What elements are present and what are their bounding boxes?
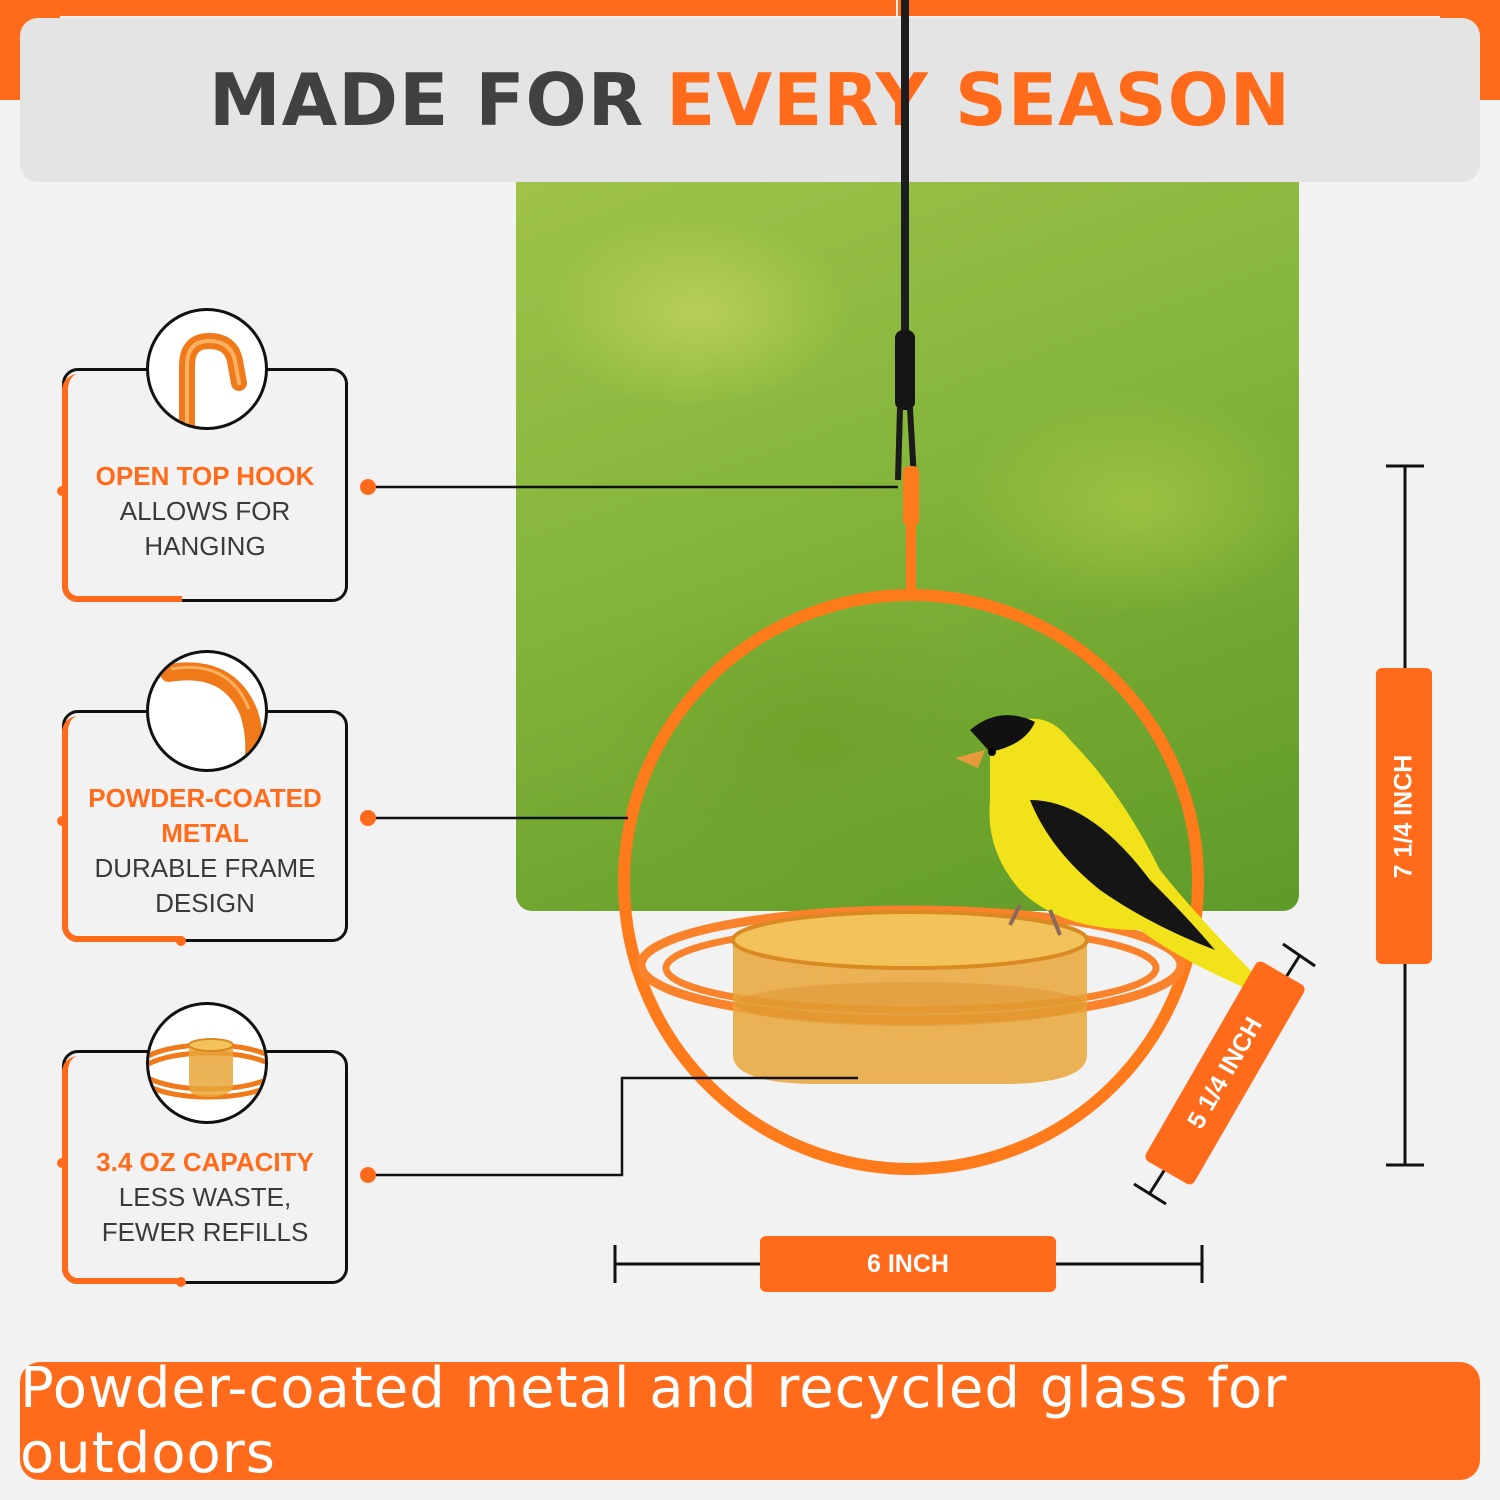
card-accent	[62, 716, 182, 942]
feature-line: HANGING	[144, 531, 266, 561]
connector-dot	[360, 479, 376, 495]
connector-dot	[360, 1167, 376, 1183]
width-dimension-label: 6 INCH	[760, 1236, 1056, 1292]
top-bar-left	[60, 0, 896, 16]
card-dot	[57, 1158, 67, 1168]
hook-icon	[146, 308, 268, 430]
height-dimension-label: 7 1/4 INCH	[1376, 668, 1432, 964]
feature-title: OPEN TOP HOOK	[95, 461, 315, 491]
top-hook-icon	[903, 466, 919, 596]
title-dark: MADE FOR	[208, 58, 645, 142]
glass-cup-icon	[731, 910, 1089, 1084]
card-dot	[176, 1277, 186, 1287]
glass-cup-icon	[146, 1002, 268, 1124]
card-dot	[57, 486, 67, 496]
card-dot	[176, 936, 186, 946]
footer-banner: Powder-coated metal and recycled glass f…	[20, 1356, 1480, 1486]
card-accent	[62, 1056, 182, 1284]
card-dot	[57, 816, 67, 826]
metal-ring-icon	[146, 650, 268, 772]
top-bar-right	[898, 0, 1440, 16]
height-dimension-text: 7 1/4 INCH	[1389, 754, 1418, 878]
page-title: MADE FOR EVERY SEASON	[20, 18, 1480, 182]
goldfinch-bird-icon	[955, 715, 1265, 990]
feature-line: DESIGN	[155, 888, 255, 918]
feature-card-metal: POWDER-COATED METAL DURABLE FRAME DESIGN	[62, 710, 348, 942]
metal-ring-icon	[618, 589, 1204, 1175]
feature-title: POWDER-COATED METAL	[88, 783, 322, 848]
feature-line: ALLOWS FOR	[119, 496, 291, 526]
feature-line: LESS WASTE,	[118, 1182, 292, 1212]
title-orange: EVERY SEASON	[666, 58, 1292, 142]
feature-title: 3.4 OZ CAPACITY	[96, 1147, 314, 1177]
connector-dot	[360, 810, 376, 826]
feature-line: DURABLE FRAME	[94, 853, 316, 883]
feature-line: FEWER REFILLS	[101, 1217, 309, 1247]
